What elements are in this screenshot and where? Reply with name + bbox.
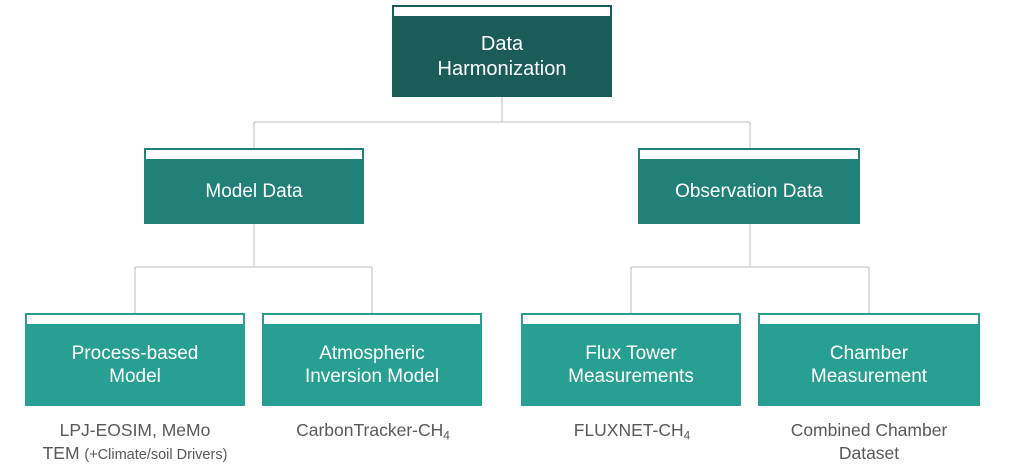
node-model-data[interactable]: Model Data — [144, 148, 364, 224]
caption-line: TEM (+Climate/soil Drivers) — [0, 442, 270, 465]
node-label-observation-data: Observation Data — [675, 180, 823, 202]
caption-line: Combined Chamber — [790, 420, 948, 440]
node-observation-data[interactable]: Observation Data — [638, 148, 860, 224]
caption-line: FLUXNET-CH4 — [508, 419, 756, 444]
node-cap-strip — [263, 314, 481, 325]
caption-text-note: (+Climate/soil Drivers) — [84, 447, 228, 464]
node-cap-strip — [639, 149, 859, 160]
node-cap-strip — [145, 149, 363, 160]
node-cap-strip — [522, 314, 740, 325]
node-cap-strip — [393, 6, 611, 17]
caption-chamber-measurement: Combined Chamber Dataset — [748, 419, 990, 466]
caption-text-main: CarbonTracker-CH — [296, 420, 444, 440]
caption-subscript: 4 — [683, 428, 691, 443]
caption-line: CarbonTracker-CH4 — [248, 419, 498, 444]
node-data-harmonization[interactable]: Data Harmonization — [392, 5, 612, 97]
node-label-process-based-model: Process-based Model — [71, 342, 199, 387]
caption-process-based-model: LPJ-EOSIM, MeMo TEM (+Climate/soil Drive… — [0, 419, 270, 466]
node-label-data-harmonization: Data Harmonization — [437, 33, 567, 80]
node-label-atmospheric-inversion-model: Atmospheric Inversion Model — [304, 342, 440, 387]
node-label-chamber-measurement: Chamber Measurement — [810, 342, 928, 387]
caption-subscript: 4 — [443, 428, 450, 443]
node-chamber-measurement[interactable]: Chamber Measurement — [758, 313, 980, 406]
caption-atmospheric-inversion-model: CarbonTracker-CH4 — [248, 419, 498, 444]
node-label-model-data: Model Data — [205, 180, 303, 202]
caption-flux-tower-measurements: FLUXNET-CH4 — [508, 419, 756, 444]
caption-line: Dataset — [838, 443, 900, 464]
node-flux-tower-measurements[interactable]: Flux Tower Measurements — [521, 313, 741, 406]
node-label-flux-tower-measurements: Flux Tower Measurements — [568, 342, 694, 387]
caption-text-main: TEM — [42, 443, 85, 464]
caption-line: LPJ-EOSIM, MeMo — [59, 420, 211, 440]
node-process-based-model[interactable]: Process-based Model — [25, 313, 245, 406]
node-atmospheric-inversion-model[interactable]: Atmospheric Inversion Model — [262, 313, 482, 406]
node-cap-strip — [26, 314, 244, 325]
caption-text-main: FLUXNET-CH — [573, 420, 684, 440]
node-cap-strip — [759, 314, 979, 325]
